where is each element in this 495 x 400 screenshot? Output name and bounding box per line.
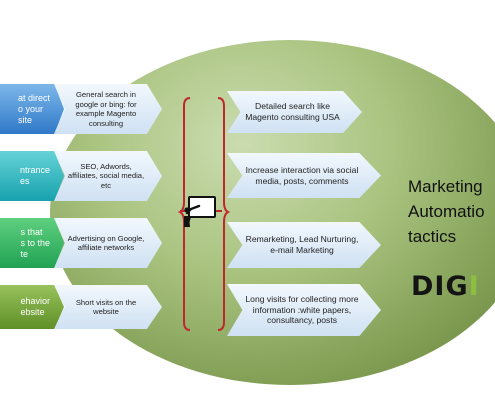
tactics-heading: Marketing Automatio tactics: [408, 174, 485, 249]
tactics-line: Marketing: [408, 177, 483, 196]
right-arrow-4: Long visits for collecting more informat…: [227, 284, 381, 336]
right-arrow-1: Detailed search like Magento consulting …: [227, 91, 362, 133]
middle-arrow-2: SEO, Adwords, affiliates, social media, …: [54, 151, 162, 201]
brand-logo: DIGI: [411, 271, 480, 302]
left-arrow-2: ntrance es: [0, 151, 64, 201]
left-arrow-1: at direct o your site: [0, 84, 64, 134]
left-arrow-label: ntrance es: [19, 165, 50, 186]
logo-text: DIG: [411, 271, 469, 302]
right-arrow-label: Detailed search like Magento consulting …: [245, 101, 340, 122]
right-arrow-3: Remarketing, Lead Nurturing, e-mail Mark…: [227, 222, 381, 268]
presentation-board-icon: [180, 196, 222, 228]
middle-arrow-label: Short visits on the website: [75, 297, 137, 317]
logo-accent-text: I: [468, 271, 480, 302]
middle-arrow-label: General search in google or bing: for ex…: [75, 90, 137, 128]
right-arrow-2: Increase interaction via social media, p…: [227, 153, 381, 198]
tactics-line: Automatio: [408, 202, 485, 221]
tactics-line: tactics: [408, 227, 457, 246]
right-arrow-label: Increase interaction via social media, p…: [245, 164, 359, 186]
middle-arrow-4: Short visits on the website: [54, 285, 162, 329]
middle-arrow-label: SEO, Adwords, affiliates, social media, …: [67, 161, 145, 190]
left-arrow-label: s that s to the te: [20, 226, 50, 259]
right-arrow-label: Remarketing, Lead Nurturing, e-mail Mark…: [245, 234, 359, 255]
middle-arrow-label: Advertising on Google, affiliate network…: [67, 233, 145, 253]
left-arrow-label: at direct o your site: [17, 92, 50, 125]
right-arrow-label: Long visits for collecting more informat…: [245, 294, 359, 326]
left-arrow-4: ehavior ebsite: [0, 285, 64, 329]
middle-arrow-1: General search in google or bing: for ex…: [54, 84, 162, 134]
right-brace: [217, 97, 230, 331]
left-arrow-3: s that s to the te: [0, 218, 64, 268]
middle-arrow-3: Advertising on Google, affiliate network…: [54, 218, 162, 268]
left-arrow-label: ehavior ebsite: [20, 296, 50, 317]
